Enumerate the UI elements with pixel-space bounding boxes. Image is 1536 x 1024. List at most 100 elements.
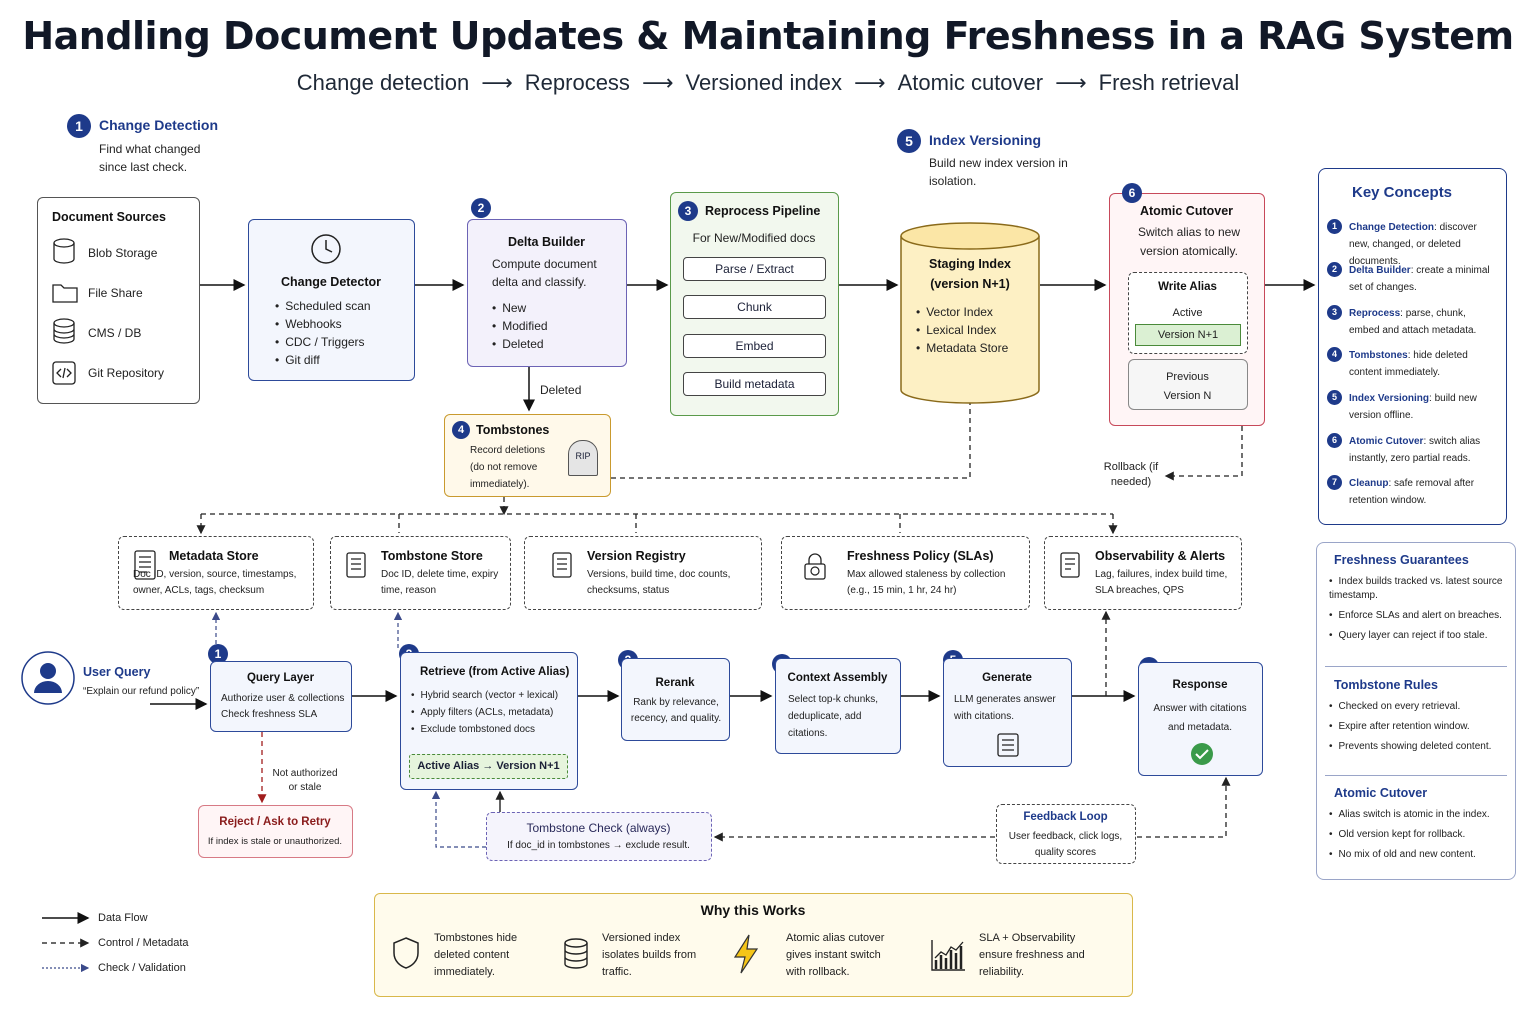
rollback-label: Rollback (if needed)	[1103, 461, 1159, 488]
step-number-badge: 3	[678, 201, 698, 221]
clock-icon	[311, 234, 341, 264]
database-icon	[564, 938, 588, 969]
index-versioning-heading: Index Versioning	[929, 132, 1042, 148]
concept-keyword: Change Detection	[1349, 222, 1435, 233]
previous-label: Previous	[1166, 371, 1209, 383]
tombstone-icon: RIP	[568, 440, 598, 476]
reprocess-pipeline-box: 3 Reprocess Pipeline For New/Modified do…	[670, 192, 839, 416]
list-item: Exclude tombstoned docs	[411, 721, 558, 738]
subtitle-step: Reprocess	[524, 70, 630, 95]
atomic-cutover-box: Atomic Cutover Switch alias to new versi…	[1109, 193, 1265, 426]
step-number-badge: 7	[1327, 475, 1342, 490]
previous-version-box: Previous Version N	[1128, 359, 1248, 410]
concept-text: : hide deleted content immediately.	[1349, 350, 1468, 378]
concept-keyword: Cleanup	[1349, 478, 1389, 489]
key-concept-item: 2 Delta Builder: create a minimal set of …	[1327, 262, 1499, 296]
list-item: Metadata Store	[916, 339, 1008, 357]
retrieve-box: Retrieve (from Active Alias) Hybrid sear…	[400, 652, 578, 790]
feedback-loop-desc: User feedback, click logs, quality score…	[1008, 831, 1123, 858]
why-title: Why this Works	[700, 902, 806, 918]
query-layer-line: Authorize user & collections	[221, 693, 345, 704]
pipeline-step-parse: Parse / Extract	[683, 257, 826, 281]
active-version-badge: Version N+1	[1135, 324, 1241, 346]
change-detection-desc: Find what changed since last check.	[99, 142, 201, 174]
tombstones-title: Tombstones	[476, 423, 550, 437]
concept-keyword: Reprocess	[1349, 308, 1401, 319]
store-desc: Versions, build time, doc counts, checks…	[587, 569, 731, 596]
pipeline-step-metadata: Build metadata	[683, 372, 826, 396]
tombstones-desc: Record deletions (do not remove immediat…	[470, 445, 546, 490]
concept-text: : create a minimal set of changes.	[1349, 265, 1490, 293]
atomic-cutover-desc: Switch alias to new version atomically.	[1137, 225, 1241, 258]
concept-keyword: Delta Builder	[1349, 265, 1411, 276]
delta-builder-box: Delta Builder Compute document delta and…	[467, 219, 627, 367]
generate-title: Generate	[982, 672, 1032, 684]
why-item-text: Versioned index isolates builds from tra…	[602, 932, 697, 978]
store-desc: Doc ID, delete time, expiry time, reason	[381, 569, 499, 596]
step-number-badge: 6	[1122, 183, 1142, 203]
pipeline-subtitle: Change detection⟶Reprocess⟶Versioned ind…	[0, 70, 1536, 96]
database-icon	[53, 318, 75, 344]
list-item: Alias switch is atomic in the index.	[1329, 808, 1511, 822]
arrow-icon: ⟶	[481, 70, 513, 95]
context-assembly-title: Context Assembly	[787, 672, 888, 684]
concept-keyword: Tombstones	[1349, 350, 1408, 361]
concept-text: : safe removal after retention window.	[1349, 478, 1475, 506]
key-concept-item: 7 Cleanup: safe removal after retention w…	[1327, 475, 1499, 509]
tombstone-check-desc: If doc_id in tombstones → exclude result…	[507, 840, 690, 851]
active-label: Active	[1172, 307, 1203, 319]
divider	[1325, 666, 1507, 667]
list-item: Expire after retention window.	[1329, 720, 1511, 734]
write-alias-title: Write Alias	[1158, 281, 1217, 293]
list-item: Apply filters (ACLs, metadata)	[411, 704, 558, 721]
document-sources-title: Document Sources	[52, 210, 166, 224]
response-desc: Answer with citations and metadata.	[1153, 703, 1247, 733]
list-item: Modified	[492, 317, 547, 335]
concept-text: : switch alias instantly, zero partial r…	[1349, 436, 1481, 464]
step-number-badge: 3	[1327, 305, 1342, 320]
list-item: Old version kept for rollback.	[1329, 828, 1511, 842]
section-title: Tombstone Rules	[1334, 678, 1438, 692]
step-number-badge: 2	[1327, 262, 1342, 277]
generate-desc: LLM generates answer with citations.	[954, 694, 1056, 722]
list-item: Webhooks	[275, 315, 371, 333]
list-item: No mix of old and new content.	[1329, 848, 1511, 862]
list-item: New	[492, 299, 548, 317]
reprocess-pipeline-subtitle: For New/Modified docs	[692, 231, 816, 245]
detector-list: Scheduled scan Webhooks CDC / Triggers G…	[275, 297, 371, 369]
section-title: Atomic Cutover	[1334, 786, 1428, 800]
document-sources-box: Document Sources Blob Storage File Share…	[37, 197, 200, 404]
rules-list: Alias switch is atomic in the index. Old…	[1329, 808, 1511, 868]
delta-builder-title: Delta Builder	[507, 235, 586, 249]
key-concepts-title: Key Concepts	[1352, 184, 1453, 201]
query-layer-box: Query Layer Authorize user & collections…	[210, 661, 352, 732]
list-item: Checked on every retrieval.	[1329, 700, 1511, 714]
change-detector-title: Change Detector	[280, 275, 382, 289]
source-label: CMS / DB	[88, 326, 142, 340]
registry-icon	[552, 552, 572, 578]
active-alias-badge: Active Alias → Version N+1	[409, 754, 568, 779]
rules-list: Index builds tracked vs. latest source t…	[1329, 575, 1511, 649]
why-item-text: Atomic alias cutover gives instant switc…	[786, 932, 885, 978]
user-query-quote: “Explain our refund policy”	[83, 686, 200, 697]
lightning-icon	[733, 934, 759, 974]
pipeline-step-embed: Embed	[683, 334, 826, 358]
step-number-badge: 1	[208, 644, 228, 664]
concept-keyword: Index Versioning	[1349, 393, 1430, 404]
subtitle-step: Versioned index	[685, 70, 843, 95]
list-item: Prevents showing deleted content.	[1329, 740, 1511, 754]
guarantees-panel: Freshness Guarantees Index builds tracke…	[1316, 542, 1516, 880]
user-avatar-icon	[21, 651, 75, 705]
page-title: Handling Document Updates & Maintaining …	[22, 14, 1514, 58]
rerank-box: Rerank Rank by relevance, recency, and q…	[621, 658, 730, 741]
list-item: Git diff	[275, 351, 371, 369]
code-icon	[52, 361, 76, 385]
index-versioning-desc: Build new index version in isolation.	[929, 156, 1068, 188]
retrieve-title: Retrieve (from Active Alias)	[420, 666, 570, 678]
